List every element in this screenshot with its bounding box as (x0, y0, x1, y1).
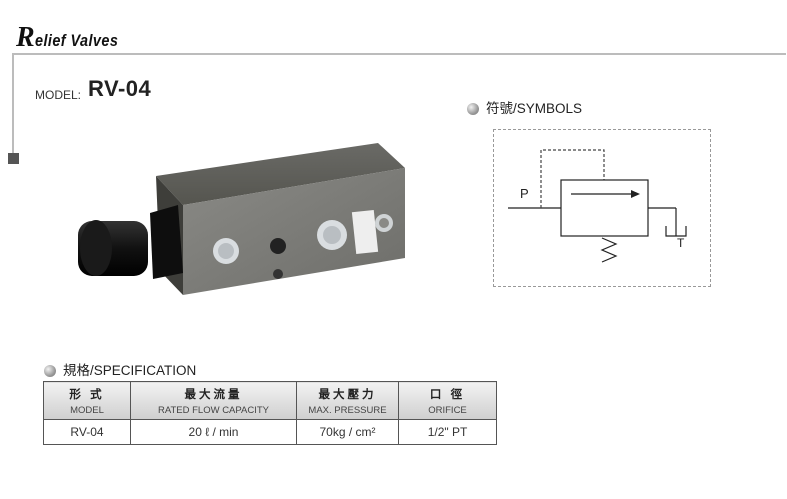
symbol-diagram-frame: P T (493, 129, 711, 287)
model-label: MODEL: (35, 88, 82, 102)
title-initial: R (16, 22, 35, 53)
spec-heading: 規格/SPECIFICATION (44, 359, 196, 379)
port-t-label: T (677, 236, 685, 250)
valve-product-image (78, 143, 405, 295)
cell-orifice: 1/2" PT (398, 419, 497, 445)
page-title: Relief Valves (16, 22, 133, 54)
symbols-heading-text: 符號/SYMBOLS (486, 101, 583, 116)
title-rest: elief Valves (34, 31, 118, 50)
spec-heading-text: 規格/SPECIFICATION (63, 363, 197, 378)
bullet-icon (44, 365, 56, 378)
relief-valve-symbol (508, 149, 687, 263)
cell-model: RV-04 (43, 419, 131, 445)
cell-flow: 20 ℓ / min (130, 419, 297, 445)
table-row: RV-04 20 ℓ / min 70kg / cm² 1/2" PT (43, 419, 497, 445)
bullet-icon (467, 103, 479, 116)
symbols-heading: 符號/SYMBOLS (467, 97, 582, 117)
side-rule (12, 53, 14, 153)
cell-pressure: 70kg / cm² (296, 419, 399, 445)
model-value: RV-04 (88, 76, 152, 101)
port-p-label: P (520, 186, 529, 201)
header-rule (12, 53, 786, 55)
corner-marker (8, 153, 19, 164)
